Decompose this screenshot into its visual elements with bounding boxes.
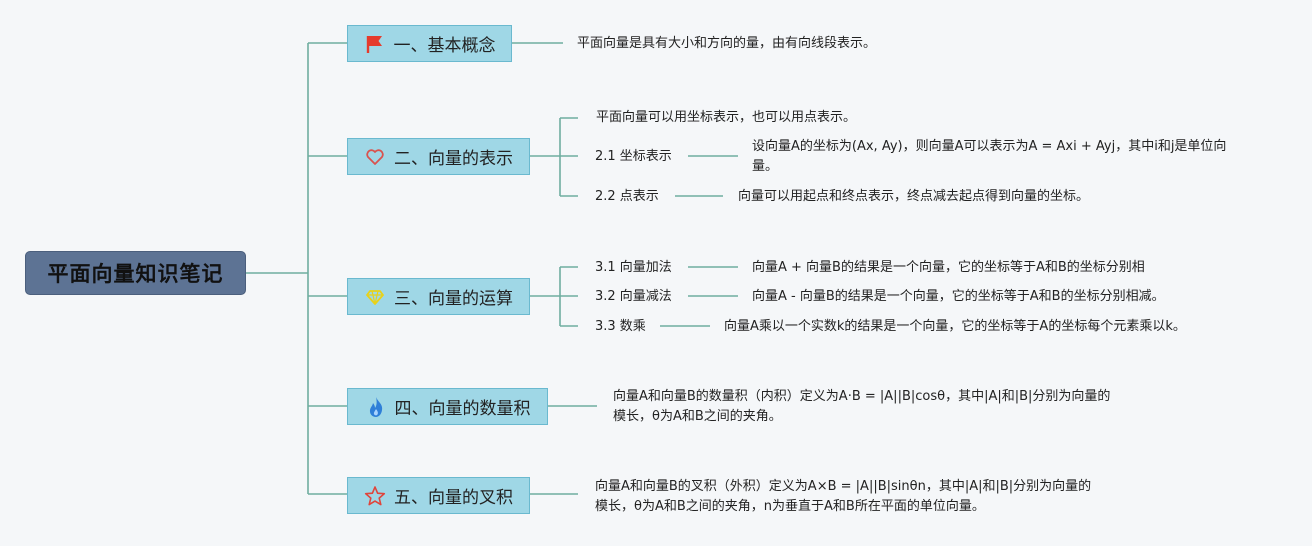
- branch-label: 五、向量的叉积: [394, 488, 513, 508]
- subtopic-label[interactable]: 2.2 点表示: [595, 189, 659, 204]
- leaf-text: 向量A - 向量B的结果是一个向量，它的坐标等于A和B的坐标分别相减。: [752, 289, 1165, 304]
- subtopic-label[interactable]: 3.2 向量减法: [595, 289, 672, 304]
- root-topic[interactable]: 平面向量知识笔记: [25, 251, 246, 295]
- branch-label: 一、基本概念: [393, 36, 496, 56]
- branch-label: 三、向量的运算: [394, 289, 513, 309]
- leaf-text: 向量A + 向量B的结果是一个向量，它的坐标等于A和B的坐标分别相: [752, 260, 1145, 275]
- leaf-text: 向量A和向量B的叉积（外积）定义为A×B = |A||B|sinθn，其中|A|…: [595, 479, 1092, 514]
- branch-basic-concept[interactable]: 一、基本概念: [347, 25, 512, 62]
- leaf-text: 平面向量是具有大小和方向的量，由有向线段表示。: [577, 36, 877, 51]
- leaf-text: 向量A和向量B的数量积（内积）定义为A·B = |A||B|cosθ，其中|A|…: [613, 389, 1111, 424]
- branch-cross-product[interactable]: 五、向量的叉积: [347, 477, 530, 514]
- branch-label: 四、向量的数量积: [394, 399, 531, 419]
- leaf-text: 设向量A的坐标为(Ax, Ay)，则向量A可以表示为A = Axi + Ayj，…: [752, 139, 1227, 174]
- leaf-text: 向量A乘以一个实数k的结果是一个向量，它的坐标等于A的坐标每个元素乘以k。: [724, 319, 1186, 334]
- branch-representation[interactable]: 二、向量的表示: [347, 138, 530, 175]
- flame-icon: [365, 396, 387, 418]
- leaf-text: 向量可以用起点和终点表示，终点减去起点得到向量的坐标。: [738, 189, 1090, 204]
- branch-label: 二、向量的表示: [394, 149, 513, 169]
- branch-dot-product[interactable]: 四、向量的数量积: [347, 388, 548, 425]
- branch-operations[interactable]: 三、向量的运算: [347, 278, 530, 315]
- subtopic-label[interactable]: 3.1 向量加法: [595, 260, 672, 275]
- red-flag-icon: [364, 33, 386, 55]
- root-title: 平面向量知识笔记: [47, 262, 224, 286]
- subtopic-label[interactable]: 2.1 坐标表示: [595, 149, 672, 164]
- leaf-text: 平面向量可以用坐标表示，也可以用点表示。: [596, 110, 857, 125]
- heart-icon: [364, 146, 386, 168]
- diamond-icon: [364, 286, 386, 308]
- subtopic-label[interactable]: 3.3 数乘: [595, 319, 646, 334]
- star-icon: [364, 485, 386, 507]
